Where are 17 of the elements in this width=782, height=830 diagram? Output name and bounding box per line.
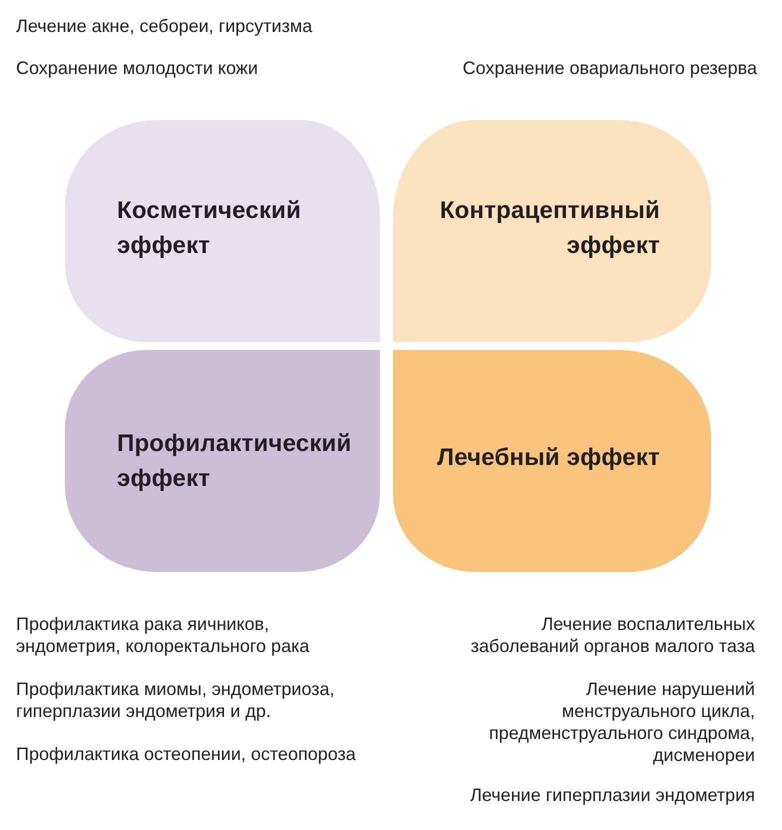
rounded-petal	[65, 350, 380, 572]
petal-title: Лечебный эффект	[436, 442, 660, 472]
note-text: Сохранение молодости кожи	[16, 57, 259, 79]
rounded-petal	[65, 120, 380, 342]
note-text: Сохранение овариального резерва	[462, 57, 757, 79]
rounded-petal	[393, 120, 711, 342]
petal-title: Контрацептивный эффект	[438, 196, 660, 261]
note-text: Лечение воспалительных заболеваний органов малого таза	[470, 613, 755, 657]
rounded-petal	[393, 350, 711, 572]
note-text: Профилактика рака яичников, эндометрия, колоректального рака	[16, 613, 310, 657]
note-text: Лечение нарушений менструального цикла, предменструального синдрома, дисменореи	[488, 678, 755, 766]
note-text: Профилактика остеопении, остеопороза	[16, 743, 357, 765]
note-text: Лечение гиперплазии эндометрия	[469, 784, 755, 806]
note-text: Лечение акне, себореи, гирсутизма	[16, 15, 314, 37]
petal-title: Косметический эффект	[117, 196, 302, 261]
petal-title: Профилактический эффект	[117, 429, 352, 494]
note-text: Профилактика миомы, эндометриоза, гиперплазии эндометрия и др.	[16, 678, 336, 722]
